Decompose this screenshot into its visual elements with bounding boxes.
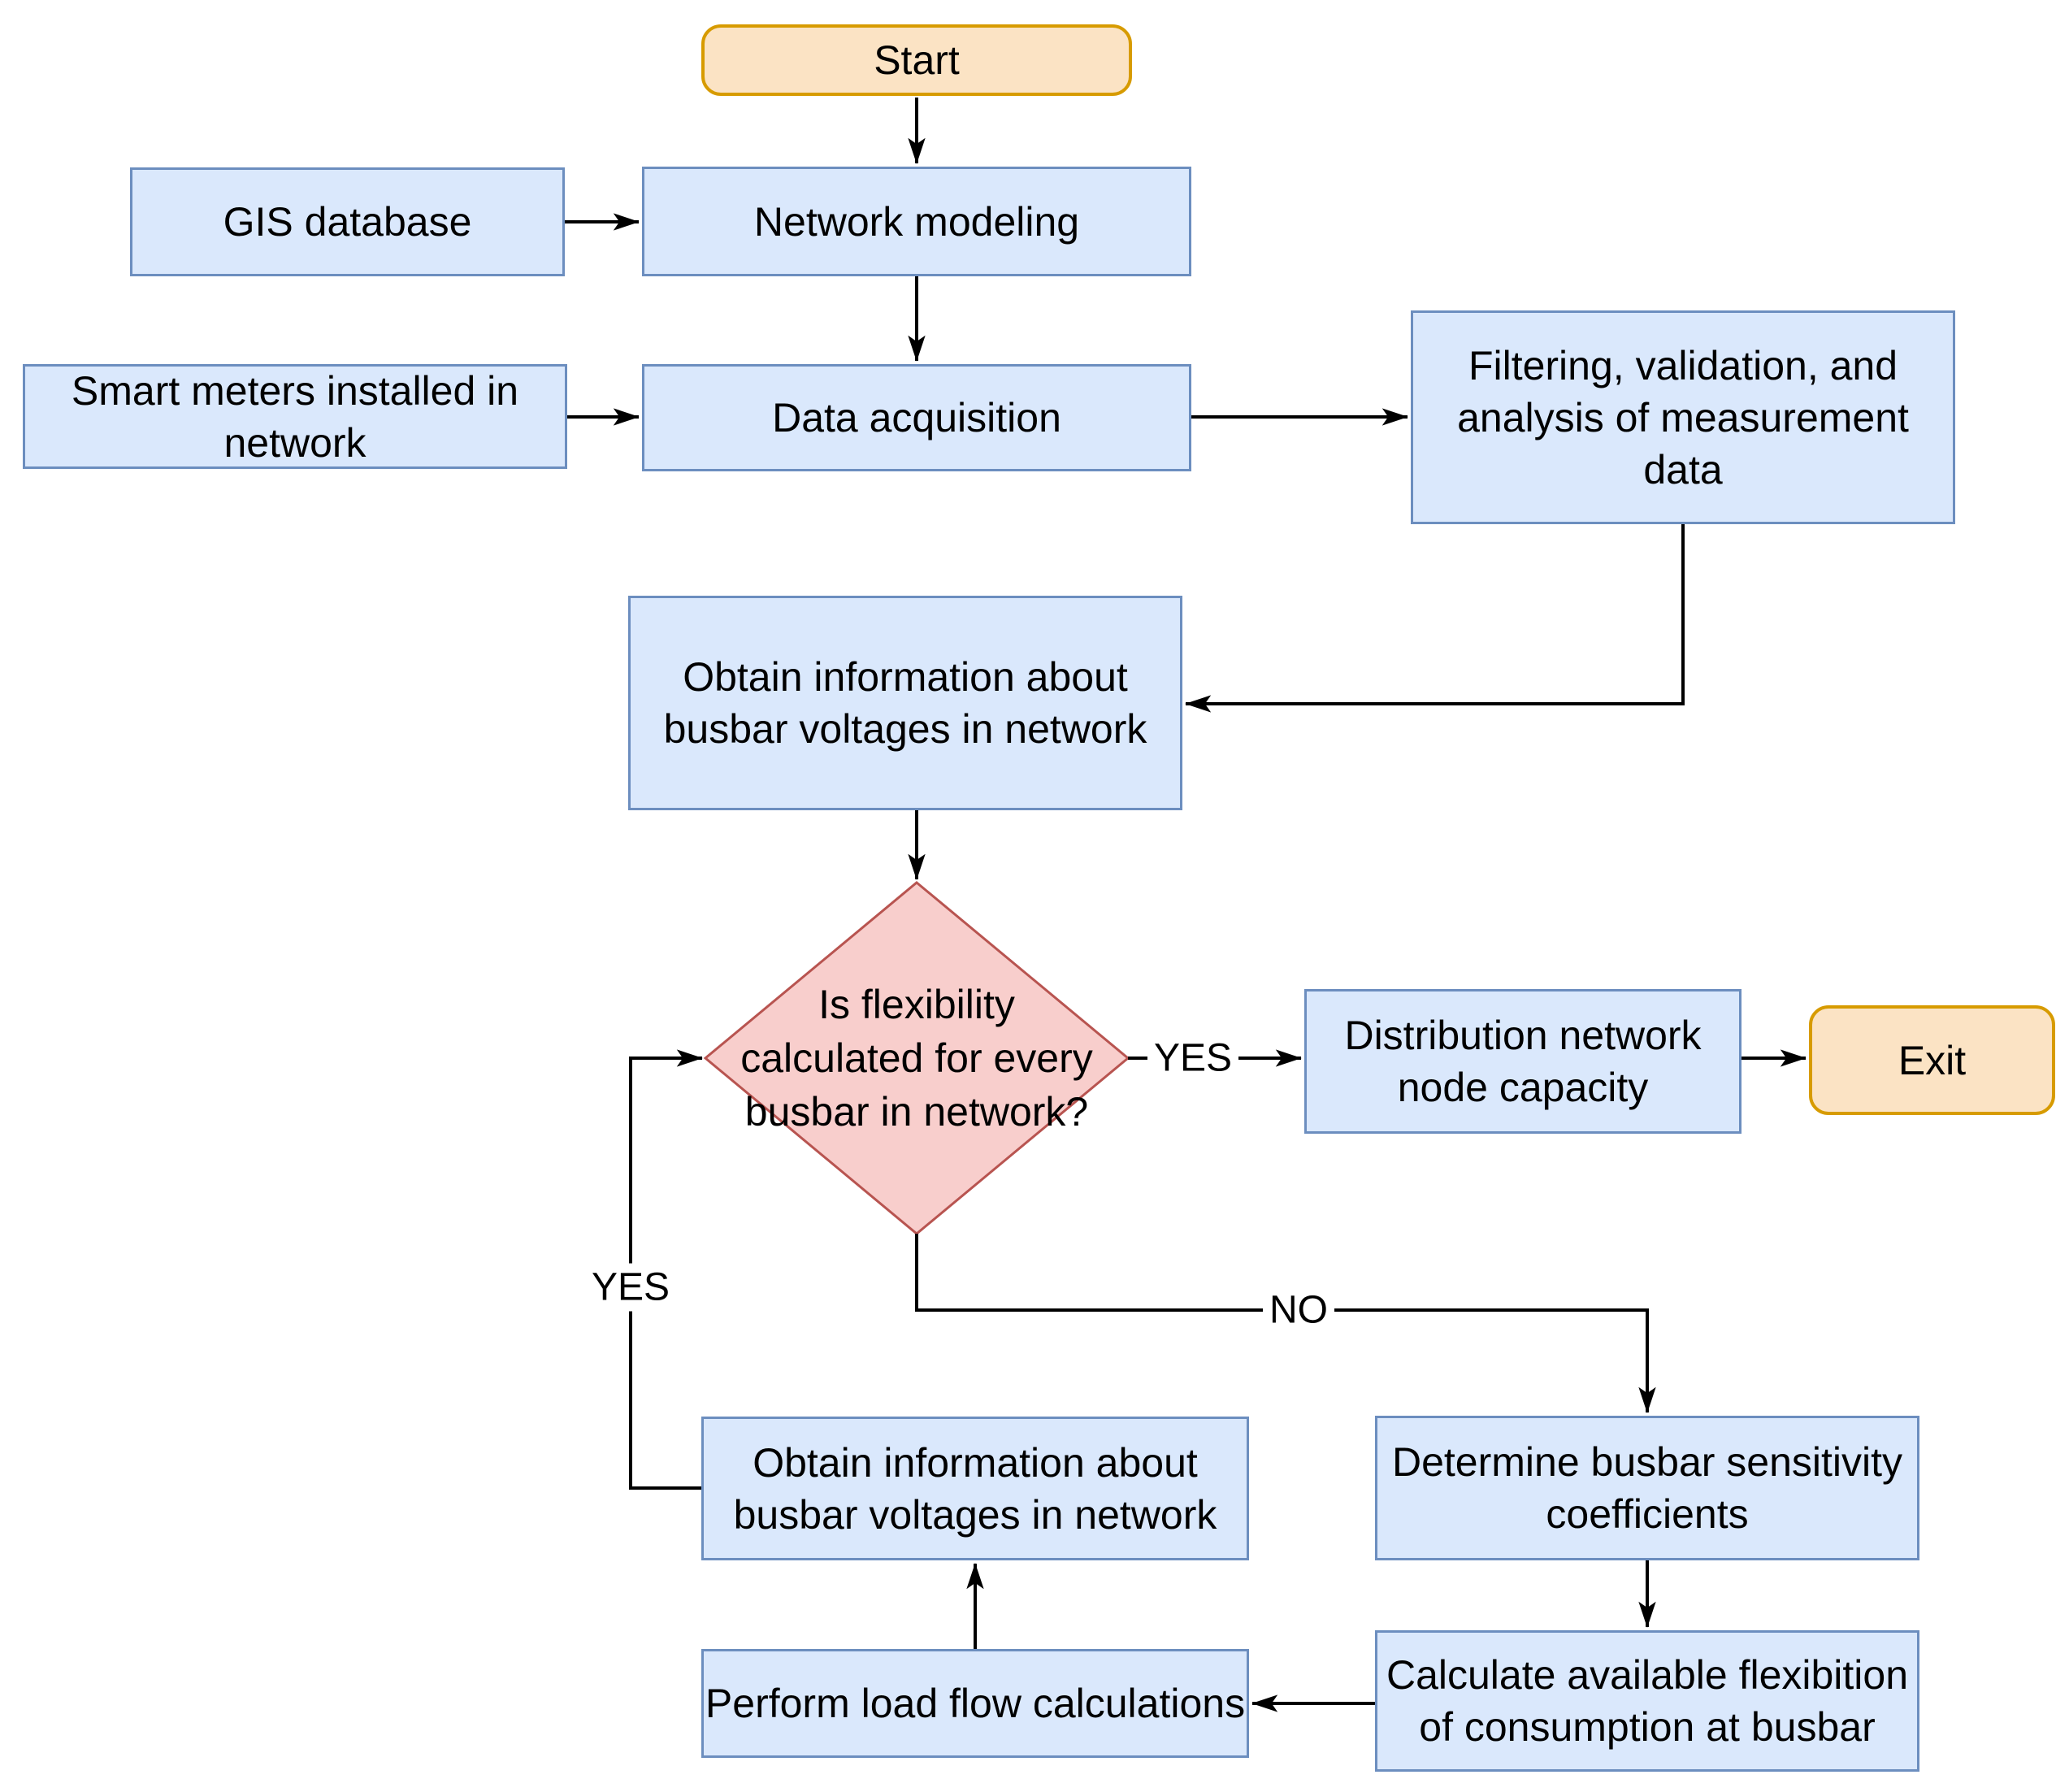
- node-gis-database-label: GIS database: [223, 199, 472, 245]
- node-network-modeling-label: Network modeling: [753, 198, 1080, 245]
- node-decision: Is flexibility calculated for every busb…: [730, 920, 1104, 1196]
- node-determine-sensitivity-label: Determine busbar sensitivity coefficient…: [1391, 1439, 1903, 1537]
- node-exit: Exit: [1809, 1005, 2055, 1115]
- node-calculate-flexibility-label: Calculate available flexibition of consu…: [1386, 1652, 1909, 1750]
- node-data-acquisition: Data acquisition: [642, 364, 1191, 471]
- node-perform-load-flow-label: Perform load flow calculations: [705, 1681, 1246, 1726]
- node-obtain-busbar-voltages-bottom: Obtain information about busbar voltages…: [701, 1417, 1249, 1560]
- node-exit-label: Exit: [1898, 1037, 1967, 1083]
- node-network-modeling: Network modeling: [642, 167, 1191, 276]
- node-obtain-busbar-voltages-top: Obtain information about busbar voltages…: [628, 596, 1182, 810]
- node-start: Start: [701, 24, 1132, 96]
- node-distribution-capacity-label: Distribution network node capacity: [1344, 1013, 1702, 1110]
- edge-label-no: NO: [1263, 1286, 1334, 1334]
- node-filtering-validation-label: Filtering, validation, and analysis of m…: [1457, 342, 1909, 492]
- node-smart-meters-label: Smart meters installed in network: [71, 367, 519, 466]
- node-determine-sensitivity: Determine busbar sensitivity coefficient…: [1375, 1416, 1919, 1560]
- node-obtain-busbar-voltages-top-label: Obtain information about busbar voltages…: [663, 654, 1147, 752]
- node-decision-label: Is flexibility calculated for every busb…: [740, 982, 1093, 1135]
- edge-filtering-to-obtain-top: [1185, 524, 1685, 713]
- node-obtain-busbar-voltages-bottom-label: Obtain information about busbar voltages…: [733, 1439, 1217, 1538]
- edge-label-yes-left: YES: [584, 1263, 677, 1312]
- node-data-acquisition-label: Data acquisition: [772, 395, 1061, 440]
- node-filtering-validation: Filtering, validation, and analysis of m…: [1411, 310, 1955, 524]
- edge-label-yes-right: YES: [1147, 1034, 1239, 1083]
- node-start-label: Start: [874, 37, 960, 83]
- node-gis-database: GIS database: [130, 167, 565, 276]
- node-perform-load-flow: Perform load flow calculations: [701, 1649, 1249, 1758]
- node-calculate-flexibility: Calculate available flexibition of consu…: [1375, 1630, 1919, 1772]
- node-smart-meters: Smart meters installed in network: [23, 364, 567, 469]
- node-distribution-capacity: Distribution network node capacity: [1304, 989, 1742, 1134]
